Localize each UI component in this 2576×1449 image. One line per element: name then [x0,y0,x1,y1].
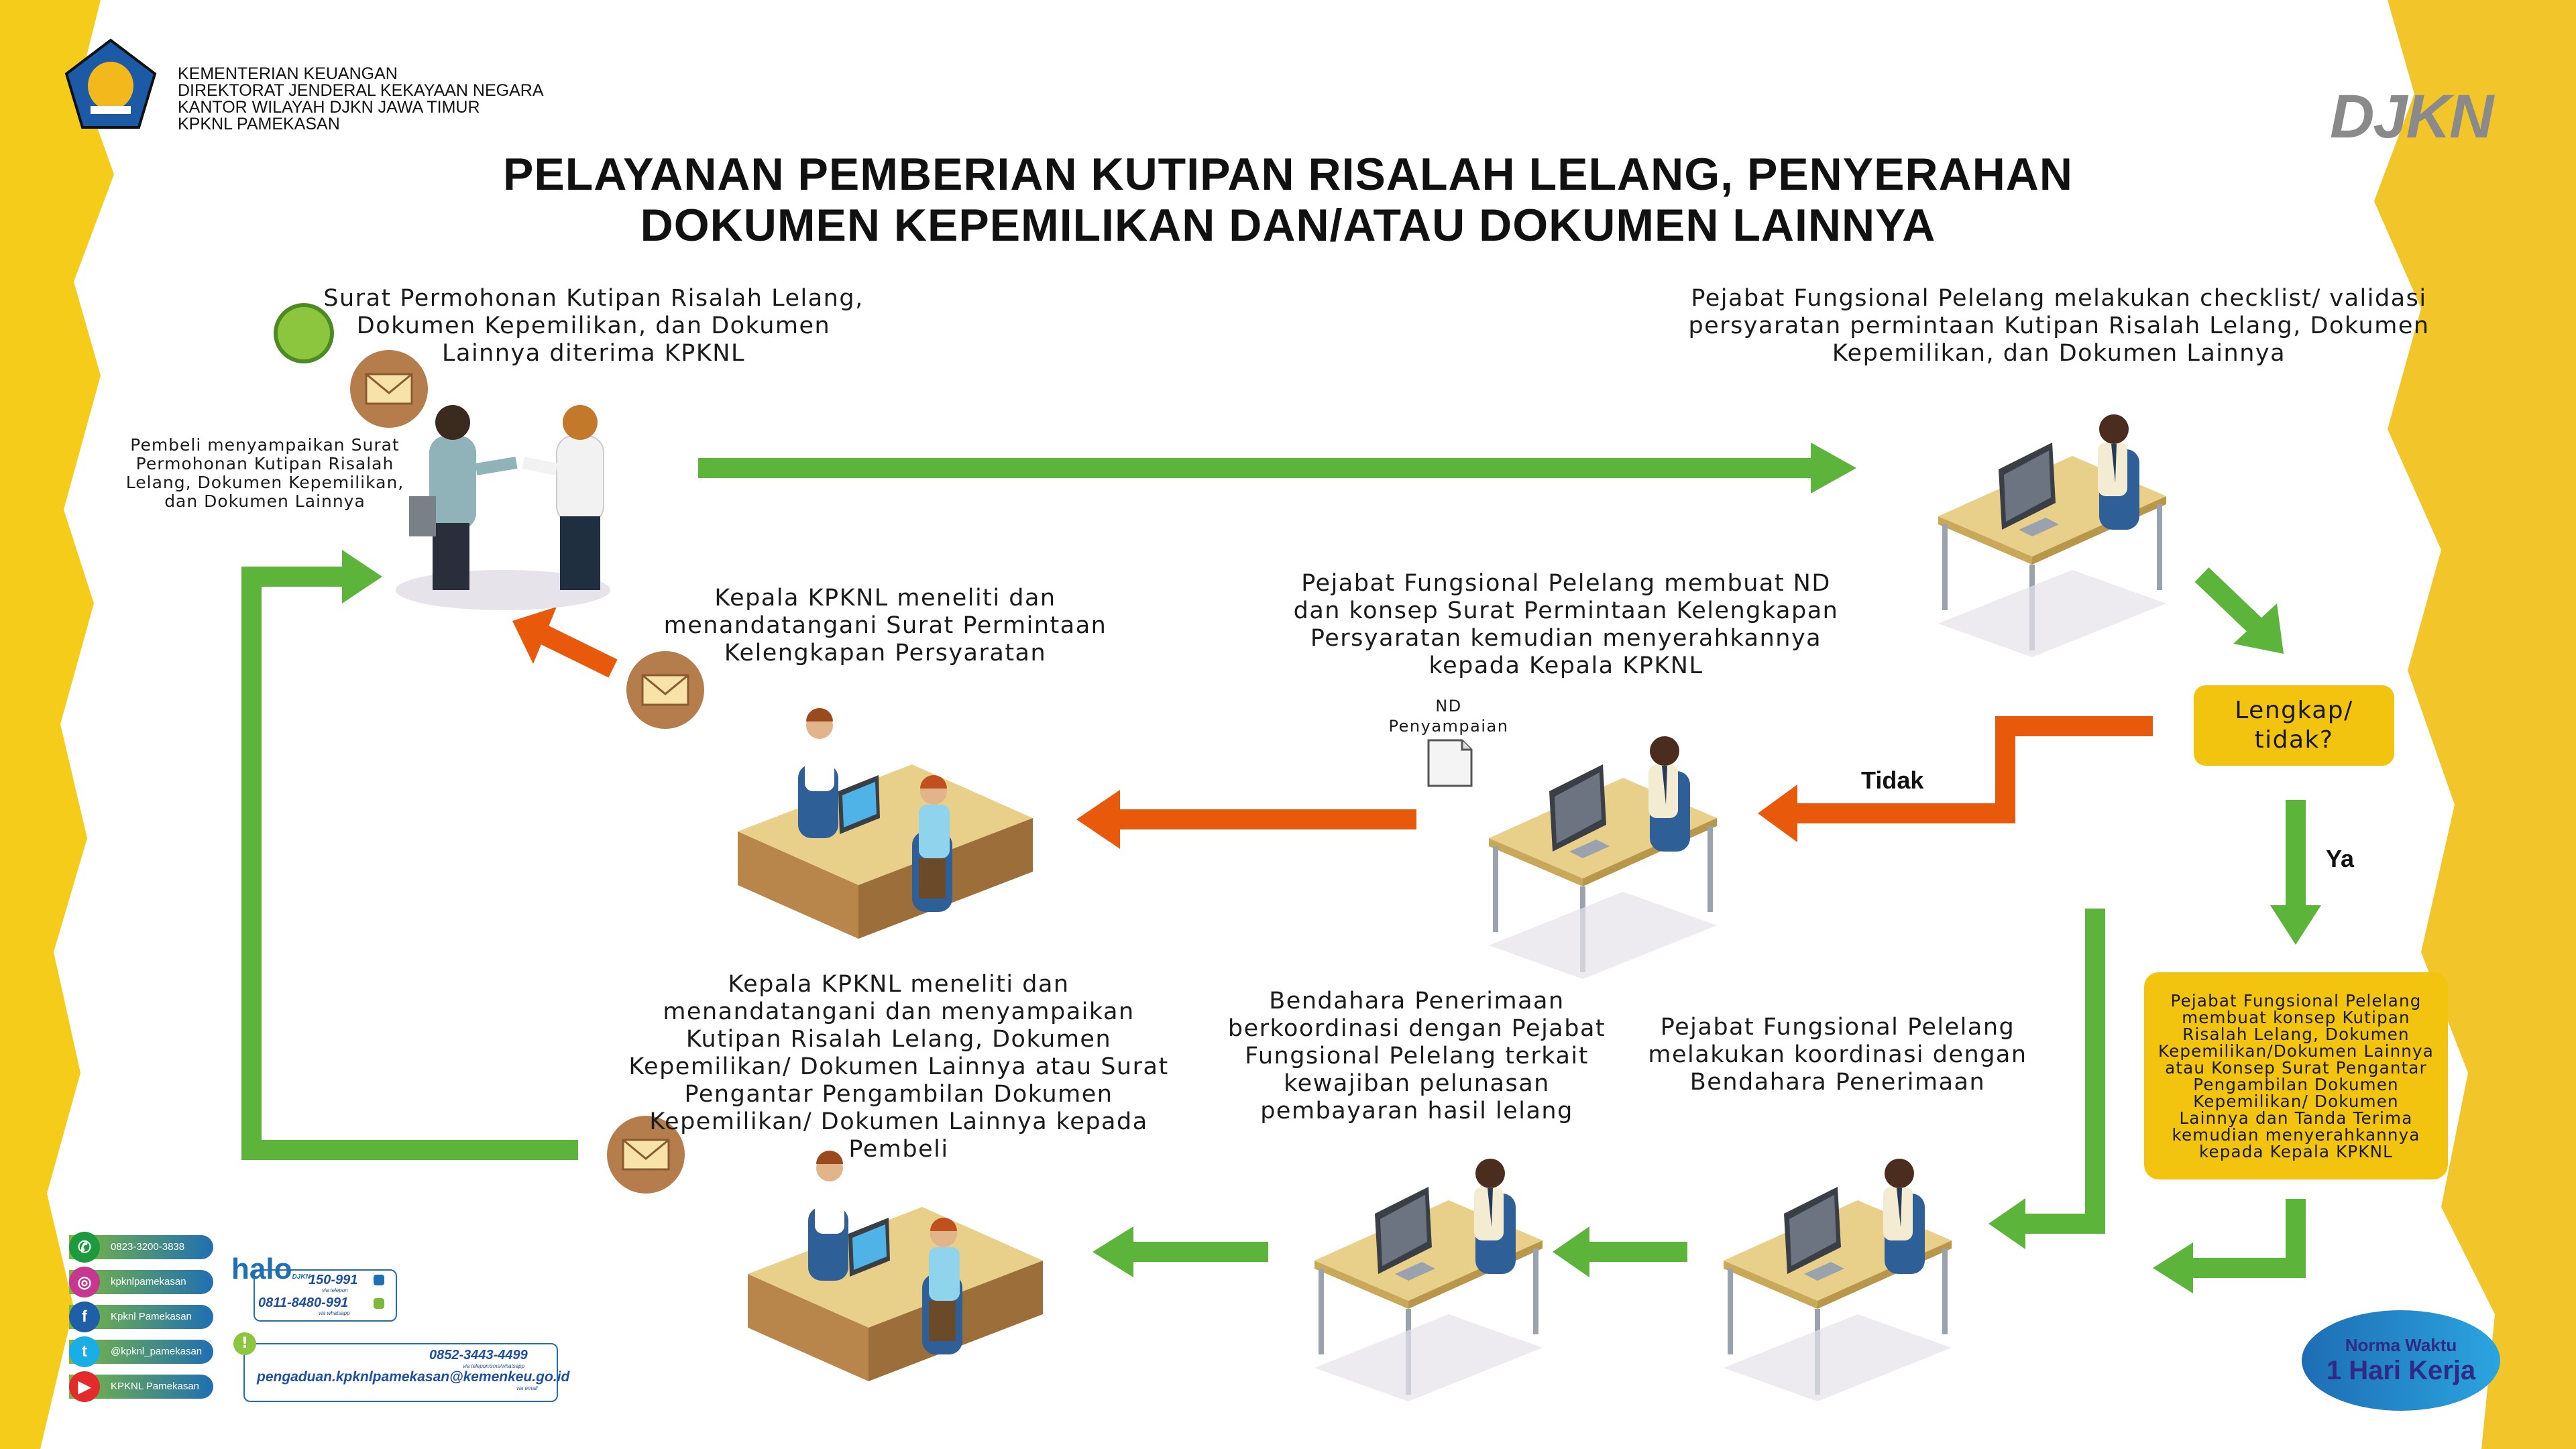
norma-waktu-badge: Norma Waktu 1 Hari Kerja [2302,1310,2500,1411]
complaint-email-note: via email [516,1385,538,1391]
halo-whatsapp-note: via whatsapp [319,1310,350,1316]
twitter-icon: t [69,1336,100,1367]
title-line: PELAYANAN PEMBERIAN KUTIPAN RISALAH LELA… [502,149,2074,200]
step-checklist-text: Pejabat Fungsional Pelelang melakukan ch… [1688,285,2430,367]
halo-phone-note: via telepon [322,1287,348,1293]
kemenkeu-logo [64,38,157,129]
document-icon [1427,739,1473,787]
djkn-logo: DJKN [2330,82,2494,151]
arrow-to-decision [2194,567,2267,638]
step-head-delivers-text: Kepala KPKNL meneliti dan menandatangani… [628,971,1169,1163]
arrow-to-buyer [539,625,618,678]
title-line: DOKUMEN KEPEMILIKAN DAN/ATAU DOKUMEN LAI… [640,200,1936,251]
halo-logo: haloDJKN [231,1253,311,1285]
arrow-no [1791,716,2153,823]
whatsapp-icon: ✆ [69,1232,100,1263]
instagram-icon: ◎ [69,1267,100,1297]
halo-phone: 150-991 [309,1273,358,1287]
arrow-return-to-buyer [241,567,578,1160]
halo-whatsapp: 0811-8480-991 [258,1295,349,1310]
head-office-illustration [738,708,1033,939]
complaint-phone: 0852-3443-4499 [429,1348,528,1363]
nd-doc-label: ND Penyampaian [1388,697,1509,736]
youtube-icon: ▶ [69,1371,100,1402]
officer-desk-illustration [1938,414,2166,657]
org-header: KEMENTERIAN KEUANGAN DIREKTORAT JENDERAL… [178,66,544,133]
step-received-text: Surat Permohonan Kutipan Risalah Lelang,… [323,285,864,367]
yes-label: Ya [2326,845,2355,872]
start-circle [274,303,334,363]
page-title: PELAYANAN PEMBERIAN KUTIPAN RISALAH LELA… [0,149,2576,251]
arrow-to-coordinate [2019,909,2105,1234]
right-brush-border [2374,0,2576,1449]
facebook-icon: f [69,1301,100,1332]
org-line: KANTOR WILAYAH DJKN JAWA TIMUR [178,98,480,117]
officer-desk-illustration [1724,1159,1952,1401]
step-buyer-text: Pembeli menyampaikan Surat Permohonan Ku… [125,435,404,511]
norma-label: Norma Waktu [2345,1335,2457,1355]
step-head-signs-text: Kepala KPKNL meneliti dan menandatangani… [663,585,1107,666]
left-brush-border [0,0,114,1449]
treasurer-desk-illustration [1314,1159,1543,1401]
norma-value: 1 Hari Kerja [2326,1356,2476,1385]
no-label: Tidak [1861,766,1924,794]
step-treasurer-text: Bendahara Penerimaan berkoordinasi denga… [1227,988,1606,1124]
org-line: KPKNL PAMEKASAN [178,115,340,133]
complaint-phone-note: via telepon/sms/whatsapp [463,1363,525,1369]
alert-icon: ! [233,1332,256,1355]
decision-box: Lengkap/ tidak? [2194,685,2394,766]
whatsapp-small-icon [374,1298,384,1309]
head-office-illustration [748,1151,1043,1381]
step-coordinate-text: Pejabat Fungsional Pelelang melakukan ko… [1648,1014,2027,1096]
officer-desk-illustration [1489,736,1717,979]
phone-icon [374,1275,384,1285]
org-line: DIREKTORAT JENDERAL KEKAYAAN NEGARA [178,81,544,100]
complaint-box [243,1343,558,1402]
handshake-illustration [396,405,610,610]
complaint-email[interactable]: pengaduan.kpknlpamekasan@kemenkeu.go.id [257,1369,570,1385]
draft-box: Pejabat Fungsional Pelelang membuat kons… [2144,972,2448,1179]
step-make-nd-text: Pejabat Fungsional Pelelang membuat ND d… [1293,570,1839,679]
arrow-draft-to-head [2186,1199,2306,1278]
halo-djkn-box [254,1269,397,1322]
org-line: KEMENTERIAN KEUANGAN [178,64,398,83]
